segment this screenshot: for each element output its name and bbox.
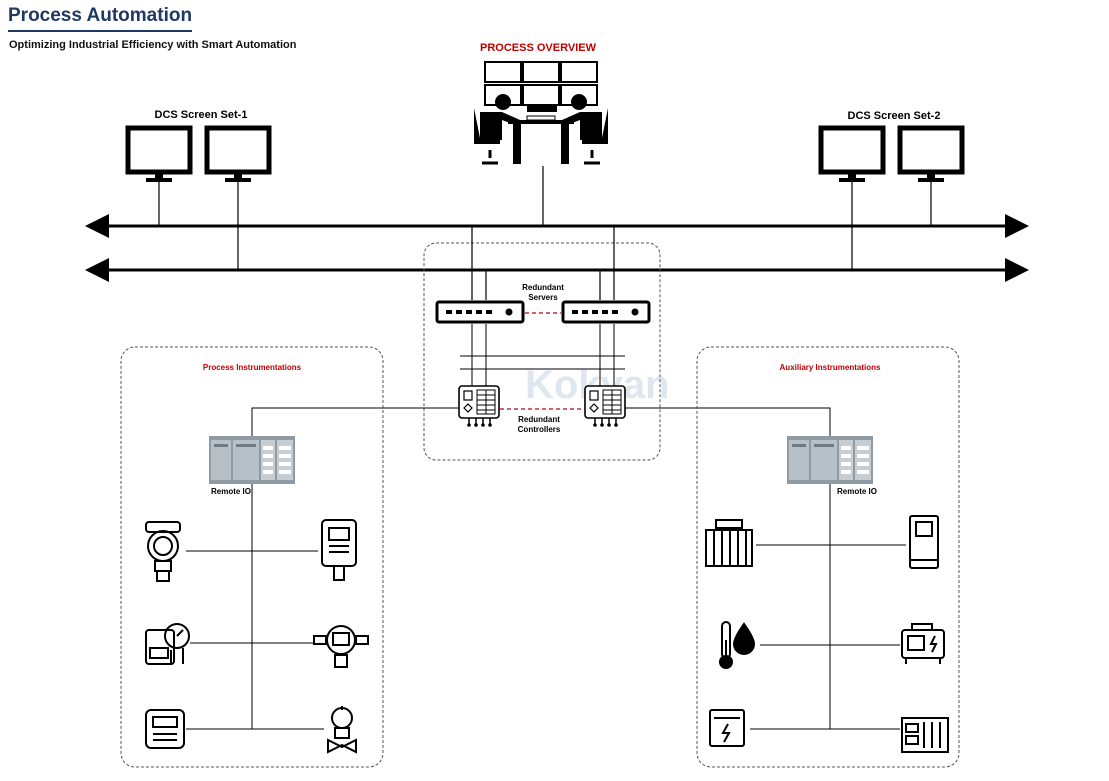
- process-instrumentations-label: Process Instrumentations: [203, 363, 302, 372]
- pressure-transmitter-icon: [145, 521, 181, 582]
- electronic-meter-icon: [145, 709, 185, 749]
- dcs-set-2-monitor-1: [821, 128, 883, 182]
- page-title: Process Automation: [8, 5, 193, 32]
- energy-meter-icon: [709, 709, 745, 747]
- dcs-set-1-monitor-2: [207, 128, 269, 182]
- control-room-operators-icon: [474, 61, 608, 165]
- remote-io-right-label: Remote IO: [837, 487, 877, 496]
- pressure-gauge-panel-icon: [145, 623, 190, 665]
- process-instrumentations-group: [120, 346, 384, 768]
- redundant-controllers-label-1: Redundant: [518, 415, 560, 424]
- process-overview-label: PROCESS OVERVIEW: [480, 42, 597, 54]
- auxiliary-instrumentations-label: Auxiliary Instrumentations: [780, 363, 881, 372]
- dcs-set-1-label: DCS Screen Set-1: [155, 109, 248, 121]
- temperature-humidity-icon: [719, 621, 756, 669]
- auxiliary-instrumentations-group: [696, 346, 960, 768]
- motor-control-panel-icon: [901, 717, 949, 753]
- redundant-servers-label-2: Servers: [528, 293, 558, 302]
- server-controller-group: [423, 242, 661, 461]
- remote-io-left: [209, 436, 295, 484]
- dcs-set-2-label: DCS Screen Set-2: [848, 110, 941, 122]
- dcs-set-1-monitor-1: [128, 128, 190, 182]
- remote-io-left-label: Remote IO: [211, 487, 251, 496]
- redundant-controller-2: [584, 385, 626, 428]
- redundant-servers-label-1: Redundant: [522, 283, 564, 292]
- flow-computer-icon: [321, 519, 357, 581]
- redundant-server-2: [561, 300, 651, 324]
- variable-frequency-drive-icon: [909, 515, 939, 569]
- generator-icon: [901, 623, 945, 664]
- page-subtitle: Optimizing Industrial Efficiency with Sm…: [9, 39, 297, 51]
- transformer-icon: [705, 519, 753, 567]
- gas-detector-icon: [313, 625, 369, 668]
- redundant-controllers-label-2: Controllers: [518, 425, 561, 434]
- remote-io-right: [787, 436, 873, 484]
- redundant-server-1: [435, 300, 525, 324]
- redundant-controller-1: [458, 385, 500, 428]
- dcs-set-2-monitor-2: [900, 128, 962, 182]
- valve-transmitter-icon: [327, 706, 357, 754]
